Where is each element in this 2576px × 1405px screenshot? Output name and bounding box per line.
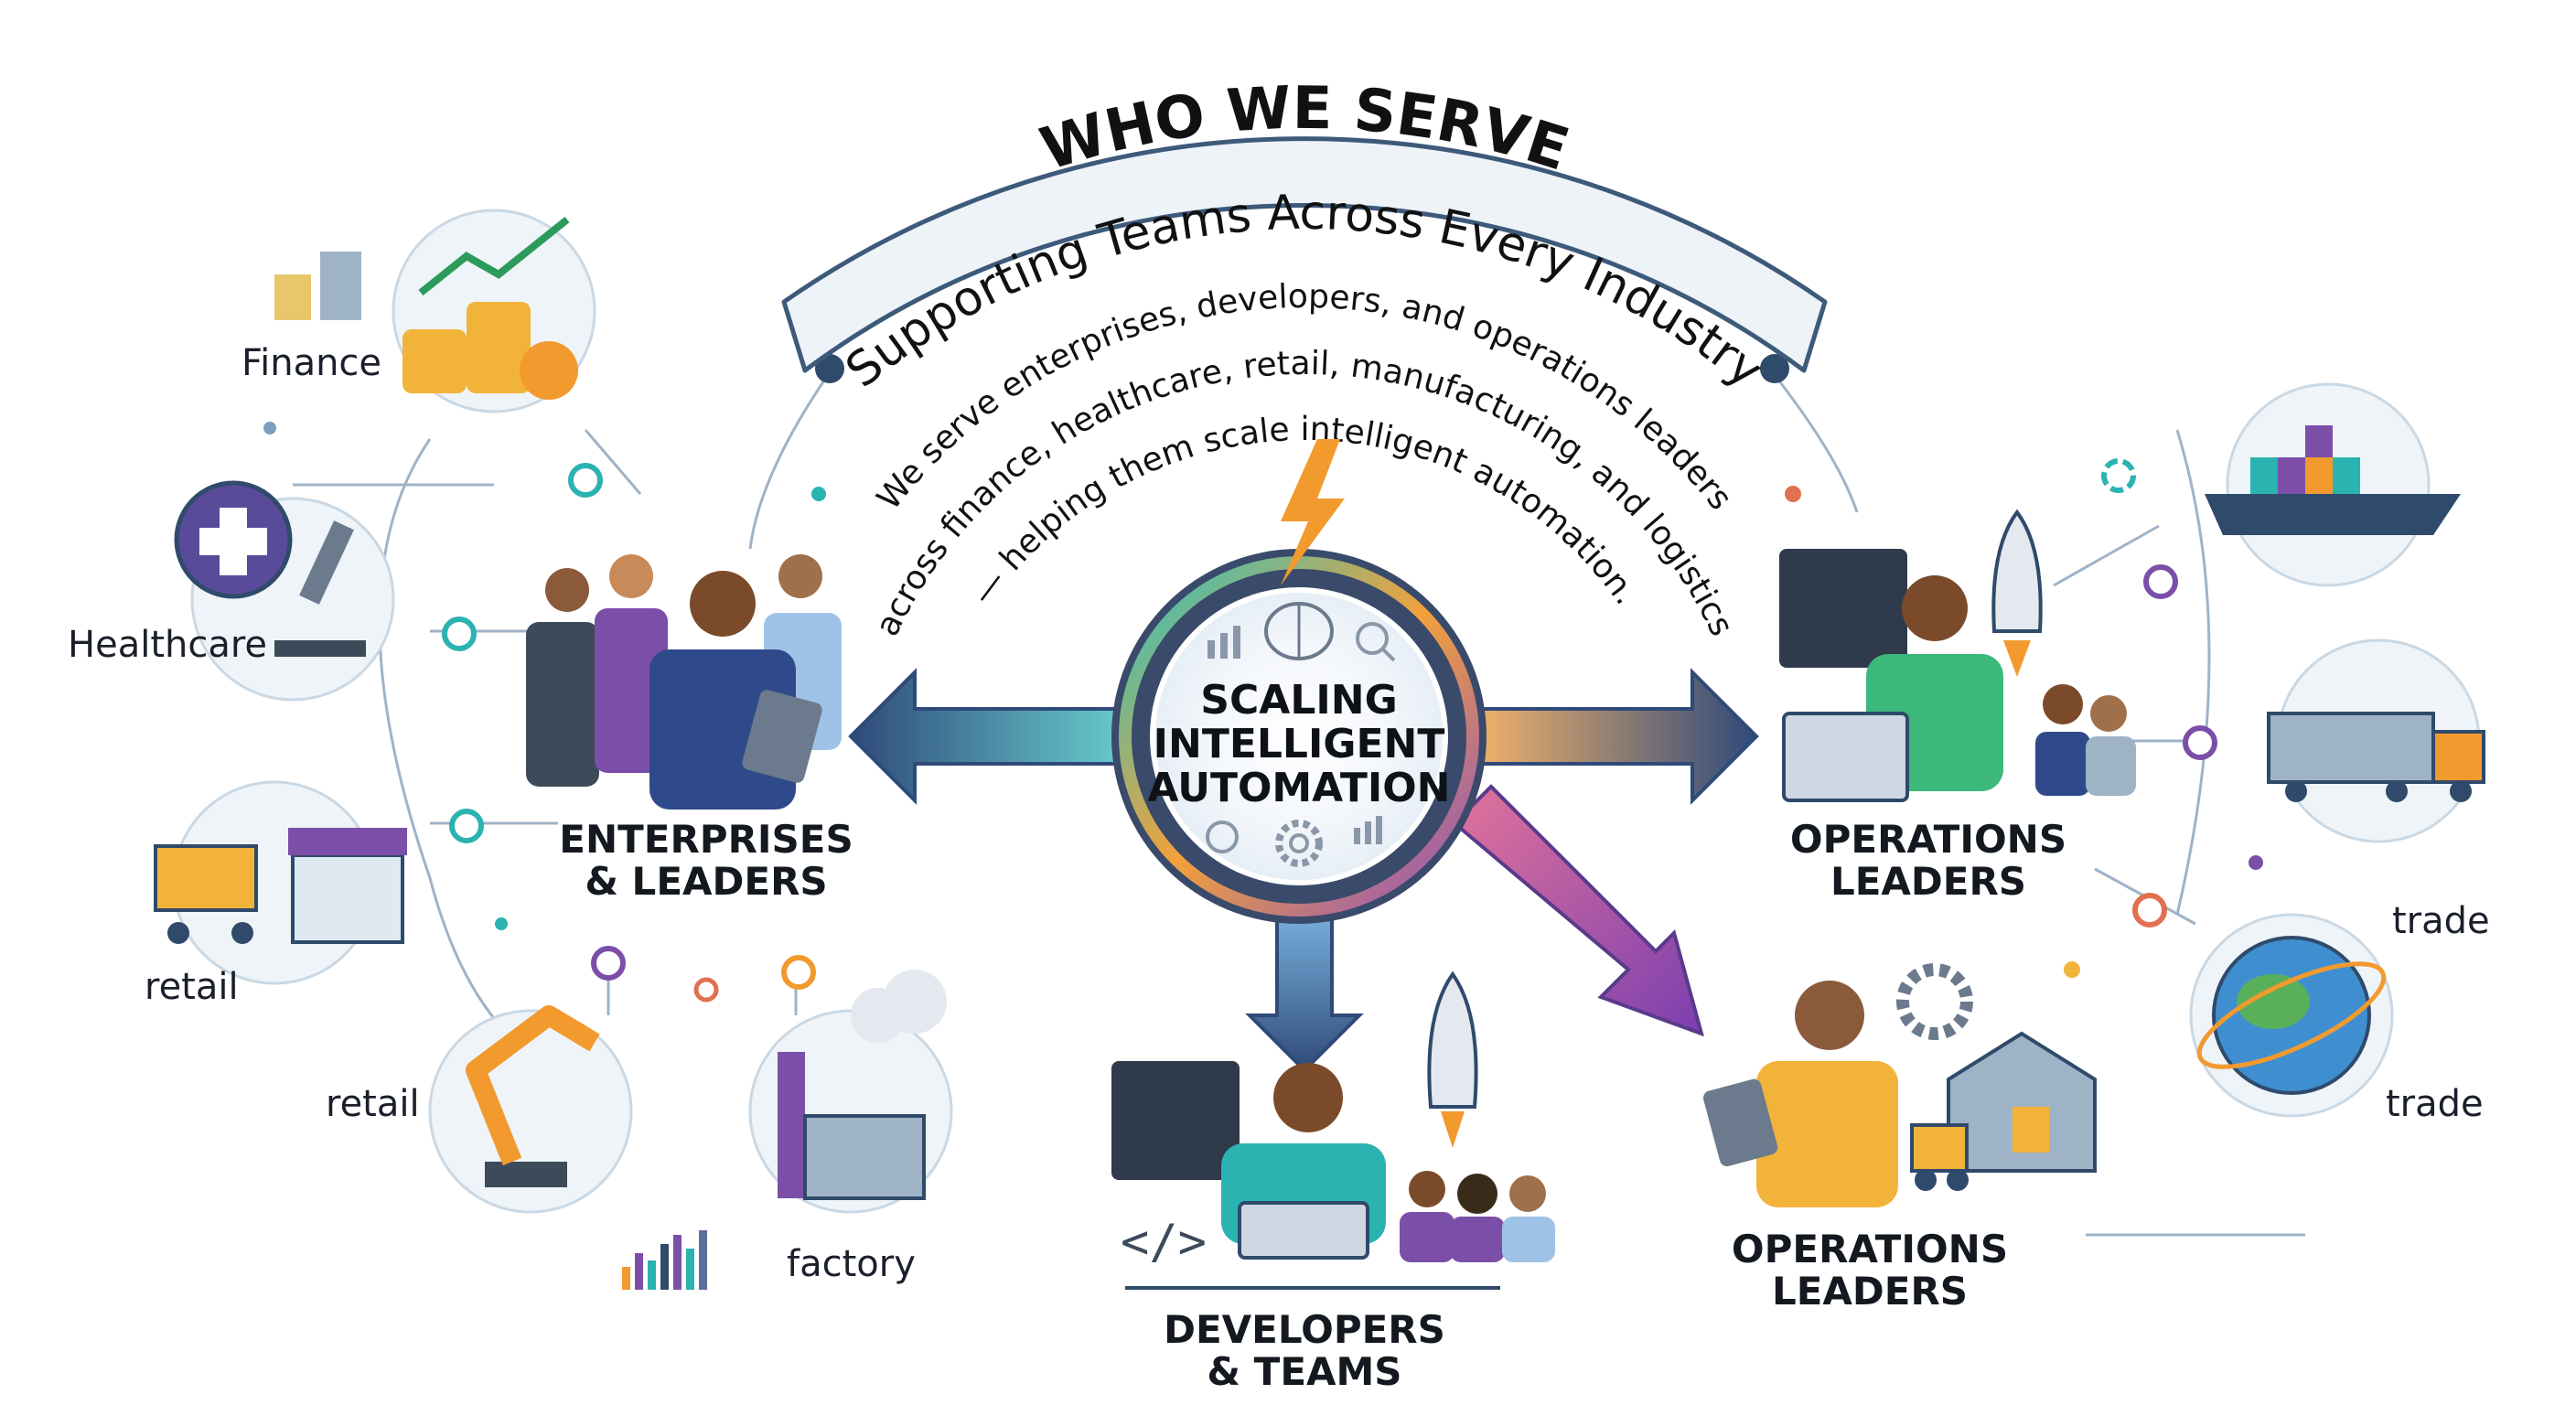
- storefront-icon: [288, 828, 407, 944]
- label-trade-2: trade: [2386, 1083, 2484, 1125]
- code-window-icon: [1111, 1061, 1240, 1180]
- gear-icon: [1275, 820, 1323, 867]
- growth-arrow-icon: [418, 216, 570, 296]
- operations-bottom-label-2: LEADERS: [1772, 1269, 1968, 1314]
- central-hub: SCALING INTELLIGENT AUTOMATION: [1111, 439, 1487, 924]
- business-people-icon: [526, 554, 842, 810]
- magnifier-icon: [1356, 622, 1396, 662]
- coins-icon: [402, 302, 578, 400]
- enterprises-label-2: & LEADERS: [585, 859, 827, 904]
- arrow-diagonal: [1452, 784, 1704, 1037]
- coin-stack-icon: [274, 252, 361, 320]
- lightning-icon: [1281, 439, 1345, 585]
- arrow-down: [1245, 904, 1364, 1073]
- label-healthcare: Healthcare: [68, 624, 267, 666]
- developers-group: </> DEVELOPERS & TEAMS: [1111, 971, 1555, 1394]
- label-finance: Finance: [242, 342, 381, 384]
- label-factory: factory: [787, 1243, 916, 1285]
- arrow-left: [848, 668, 1136, 805]
- developer-person-icon: [1221, 1063, 1386, 1260]
- gear-icon: [1896, 963, 1973, 1040]
- factory-icon: [778, 970, 947, 1200]
- enterprises-label-1: ENTERPRISES: [559, 817, 853, 862]
- operator-person-icon: [1703, 981, 1898, 1207]
- retail-node: retail: [145, 780, 407, 1008]
- developers-label-1: DEVELOPERS: [1164, 1307, 1445, 1352]
- connector-nodes: [442, 354, 2217, 990]
- factory-node: factory: [748, 970, 953, 1285]
- developers-label-2: & TEAMS: [1207, 1349, 1401, 1394]
- label-trade-1: trade: [2392, 900, 2490, 942]
- robot-arm-node: retail: [326, 1005, 707, 1290]
- ship-node: [2205, 382, 2461, 587]
- team-people-icon: [2035, 684, 2136, 796]
- developer-person-icon: [1782, 575, 2003, 802]
- arrow-right: [1471, 668, 1759, 805]
- operations-bottom-label-1: OPERATIONS: [1732, 1227, 2008, 1271]
- code-brackets-icon: </>: [1121, 1215, 1207, 1270]
- team-people-icon: [1400, 1171, 1555, 1262]
- operations-bottom-group: OPERATIONS LEADERS: [1703, 963, 2097, 1314]
- forklift-icon: [1910, 1123, 1969, 1191]
- center-line-2: INTELLIGENT: [1154, 721, 1445, 767]
- brain-icon: [1264, 602, 1334, 660]
- operations-top-group: OPERATIONS LEADERS: [1779, 509, 2136, 904]
- label-retail-1: retail: [145, 966, 239, 1008]
- bar-chart-icon: [1208, 626, 1240, 659]
- center-line-3: AUTOMATION: [1148, 765, 1451, 811]
- healthcare-node: Healthcare: [68, 480, 395, 702]
- code-window-icon: [1779, 549, 1907, 668]
- center-line-1: SCALING: [1200, 677, 1397, 724]
- microscope-icon: [274, 520, 366, 657]
- arrows: [848, 668, 1759, 1073]
- operations-top-label-1: OPERATIONS: [1790, 817, 2066, 862]
- truck-icon: [2267, 712, 2485, 802]
- warehouse-icon: [1947, 1031, 2097, 1173]
- chat-icon: [1206, 820, 1239, 853]
- mini-bar-chart-icon: [622, 1230, 707, 1290]
- operations-top-label-2: LEADERS: [1830, 859, 2026, 904]
- truck-node: [2267, 638, 2485, 843]
- column-chart-icon: [1354, 816, 1382, 844]
- decorative-dots: [263, 422, 2263, 1003]
- cargo-ship-icon: [2205, 425, 2461, 535]
- globe-node: trade trade: [2189, 900, 2490, 1125]
- label-retail-2: retail: [326, 1083, 420, 1125]
- rocket-icon: [1991, 509, 2043, 677]
- robot-arm-icon: [466, 1005, 600, 1187]
- enterprises-group: ENTERPRISES & LEADERS: [526, 554, 853, 904]
- shopping-cart-icon: [154, 844, 258, 944]
- rocket-icon: [1427, 971, 1478, 1148]
- finance-node: Finance: [242, 209, 596, 413]
